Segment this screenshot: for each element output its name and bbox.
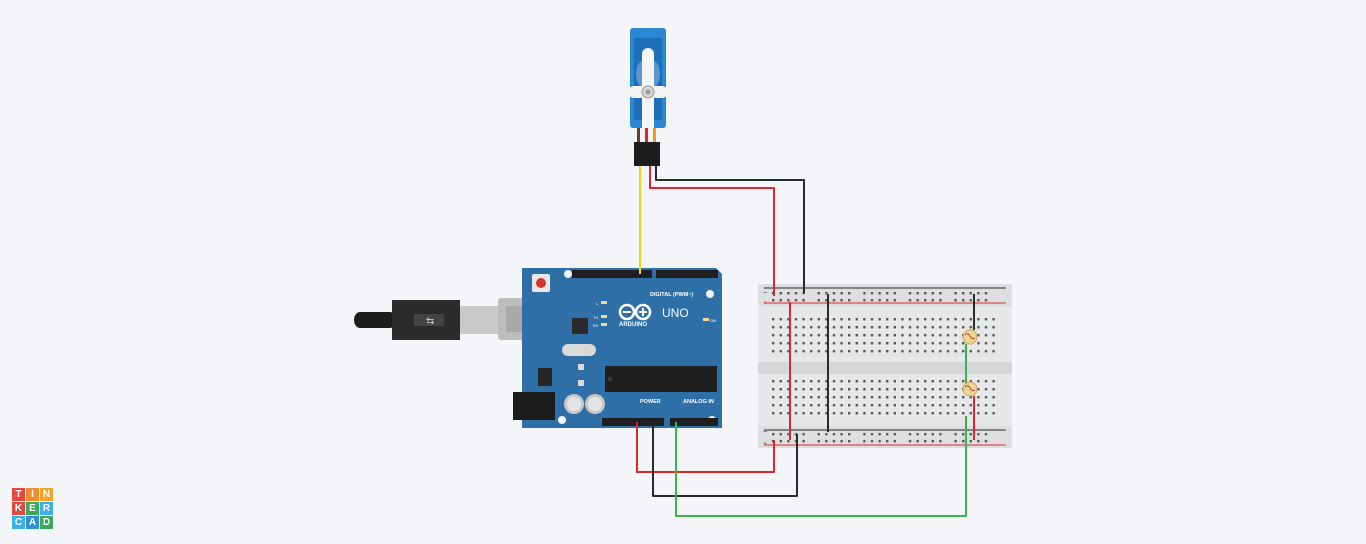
photoresistor-2[interactable] (962, 381, 978, 397)
digital-label: DIGITAL (PWM~) (650, 292, 694, 298)
wire-servo-power-red[interactable] (649, 166, 775, 296)
on-label: ON (710, 318, 716, 323)
rail-plus-bottom: + (763, 441, 767, 448)
rail-minus-bottom: − (763, 429, 767, 436)
power-header[interactable] (602, 418, 664, 426)
wires[interactable] (636, 166, 975, 517)
breadboard[interactable]: − + − + (758, 284, 1012, 448)
logo-cell: A (26, 516, 39, 529)
power-jack[interactable] (513, 392, 555, 420)
breadboard-holes[interactable] (772, 292, 995, 443)
logo-cell: C (12, 516, 25, 529)
voltage-regulator (538, 368, 552, 386)
power-label: POWER (640, 399, 661, 405)
svg-text:⇆: ⇆ (426, 316, 434, 327)
usb-cable[interactable]: ⇆ (354, 298, 550, 340)
digital-header-2[interactable] (656, 270, 718, 278)
wire-5v-red[interactable] (636, 422, 775, 473)
arduino-word: ARDUINO (619, 322, 647, 328)
servo-connector[interactable] (634, 142, 660, 166)
l-label: L (596, 301, 599, 306)
logo-cell: I (26, 488, 39, 501)
wire-a0-green[interactable] (675, 416, 967, 517)
analog-label: ANALOG IN (683, 399, 714, 405)
logo-cell: E (26, 502, 39, 515)
wire-servo-ground-black[interactable] (655, 166, 805, 293)
logo-cell: N (40, 488, 53, 501)
tx-label: TX (593, 315, 598, 320)
digital-header[interactable] (572, 270, 652, 278)
wire-gnd-black[interactable] (652, 422, 798, 497)
servo-motor[interactable] (628, 28, 668, 166)
analog-header[interactable] (670, 418, 718, 426)
tinkercad-logo: T I N K E R C A D (12, 488, 53, 529)
rx-label: RX (593, 323, 599, 328)
logo-cell: D (40, 516, 53, 529)
rail-minus-top: − (763, 290, 767, 297)
usb-chip (572, 318, 588, 334)
atmega-chip (605, 366, 717, 392)
arduino-uno-board[interactable]: UNO ARDUINO DIGITAL (PWM~) ON L TX RX PO… (513, 268, 722, 428)
logo-cell: T (12, 488, 25, 501)
rail-plus-top: + (763, 300, 767, 307)
crystal (562, 344, 596, 356)
logo-cell: R (40, 502, 53, 515)
arduino-logo (618, 303, 652, 321)
logo-cell: K (12, 502, 25, 515)
uno-label: UNO (662, 306, 689, 320)
photoresistor-1[interactable] (962, 329, 978, 345)
